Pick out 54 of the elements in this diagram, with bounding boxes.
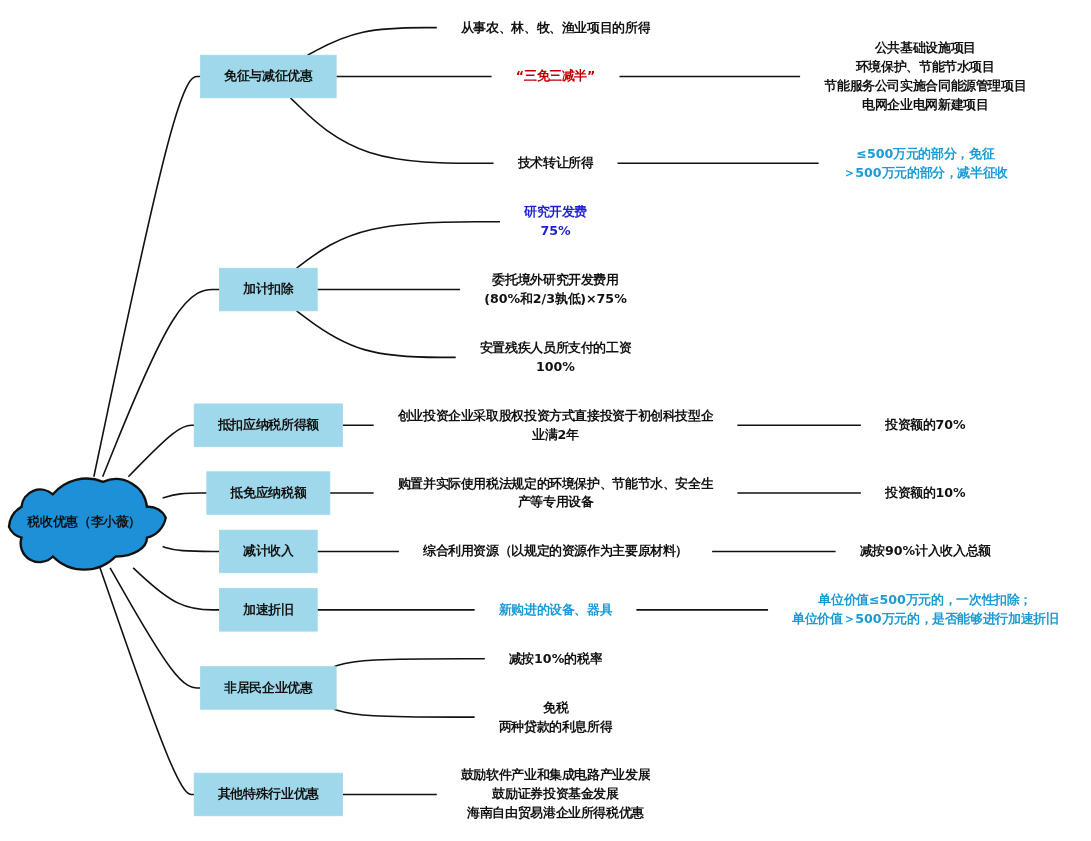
connector [618,75,802,78]
connector [736,492,863,494]
connector [161,545,221,553]
connector [109,567,202,689]
node-box [193,403,343,447]
connector [295,310,457,359]
connector [710,550,837,553]
connector [289,97,495,165]
node-box [219,267,318,312]
connector [127,424,195,478]
connector [333,708,476,718]
connector [101,288,221,478]
node-text: 研究开发费 75% [523,204,588,239]
node-text: 购置并实际使用税法规定的环境保护、节能节水、安全生产等专用设备 [397,475,714,510]
node-text: 委托境外研究开发费用 (80%和2/3孰低)×75% [484,272,627,307]
connector [316,288,462,291]
node-text: 投资额的10% [884,485,966,501]
node-box [193,772,343,817]
connector [93,75,202,478]
node-text: 减按90%计入收入总额 [859,543,991,559]
connector [306,26,438,56]
node-box [200,666,337,710]
node-text: 鼓励软件产业和集成电路产业发展 鼓励证券投资基金发展 海南自由贸易港企业所得税优惠 [460,767,651,821]
connector [736,424,863,427]
connector [99,567,195,796]
connector [341,424,375,427]
connector [132,567,221,611]
node-text: 从事农、林、牧、渔业项目的所得 [460,19,651,35]
connector [335,75,493,78]
connector [635,609,770,611]
node-box [219,588,318,632]
node-text: “三免三减半” [515,68,596,84]
node-text: 安置残疾人员所支付的工资 100% [479,340,632,374]
connector [161,492,208,499]
connector [333,657,486,668]
node-text: 投资额的70% [884,417,966,433]
node-box [219,529,318,574]
connector [316,550,401,553]
node-text: 公共基础设施项目 环境保护、节能节水项目 节能服务公司实施合同能源管理项目 电网企业电网新建项目 [824,40,1027,113]
node-box [206,471,331,515]
node-box [200,54,337,99]
node-text: 创业投资企业采取股权投资方式直接投资于初创科技型企业满2年 [397,407,714,442]
node-text: 技术转让所得 [517,155,594,171]
connector [341,793,438,796]
connector [295,220,502,270]
node-text: 新购进的设备、器具 [498,601,613,617]
node-text: ≤500万元的部分，免征 ＞500万元的部分，减半征收 [842,145,1008,180]
node-text: 单位价值≤500万元的，一次性扣除； 单位价值＞500万元的，是否能够进行加速折旧 [792,592,1059,627]
node-text: 减按10%的税率 [508,650,603,666]
connector [616,162,820,165]
node-text: 综合利用资源（以规定的资源作为主要原材料） [422,543,689,559]
node-text: 免税 两种贷款的利息所得 [498,699,613,734]
connector [316,609,476,611]
connector [329,492,375,494]
